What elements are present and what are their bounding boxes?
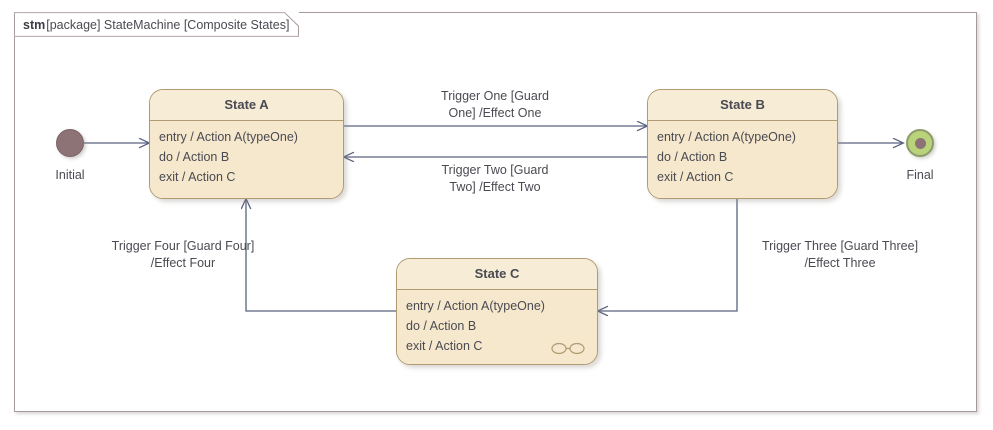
- state-b-activity-exit: exit / Action C: [657, 170, 734, 184]
- transition-three-label: Trigger Three [Guard Three] /Effect Thre…: [745, 238, 935, 272]
- state-c-activity-do: do / Action B: [406, 319, 477, 333]
- hidden-decomposition-icon: [551, 342, 585, 355]
- transition-three-label-line2: /Effect Three: [804, 256, 876, 270]
- transition-four-label-line2: /Effect Four: [150, 256, 216, 270]
- state-a-activity-entry: entry / Action A(typeOne): [159, 130, 298, 144]
- transition-three-label-line1: Trigger Three [Guard Three]: [761, 239, 919, 253]
- state-a-title: State A: [150, 90, 343, 121]
- frame-tab-shape: [14, 12, 299, 37]
- transition-two-label-line1: Trigger Two [Guard: [441, 163, 549, 177]
- frame-name-label: [package] StateMachine [Composite States…: [46, 17, 290, 32]
- diagram-frame-header: stm [package] StateMachine [Composite St…: [14, 12, 300, 37]
- transition-four-label: Trigger Four [Guard Four] /Effect Four: [93, 238, 273, 272]
- state-c-title: State C: [397, 259, 597, 290]
- state-c-activity-entry: entry / Action A(typeOne): [406, 299, 545, 313]
- state-node-b[interactable]: State B entry / Action A(typeOne) do / A…: [647, 89, 838, 199]
- initial-pseudostate-icon[interactable]: [56, 129, 84, 157]
- final-label: Final: [906, 168, 934, 182]
- transition-four-label-line1: Trigger Four [Guard Four]: [111, 239, 255, 253]
- state-a-body: entry / Action A(typeOne) do / Action B …: [150, 121, 343, 198]
- frame-kind-label: stm: [23, 17, 46, 32]
- state-c-body: entry / Action A(typeOne) do / Action B …: [397, 290, 597, 364]
- state-node-a[interactable]: State A entry / Action A(typeOne) do / A…: [149, 89, 344, 199]
- transition-two-label-line2: Two] /Effect Two: [449, 180, 541, 194]
- state-a-activity-do: do / Action B: [159, 150, 230, 164]
- initial-label: Initial: [55, 168, 85, 182]
- state-b-activity-entry: entry / Action A(typeOne): [657, 130, 796, 144]
- transition-one-label-line1: Trigger One [Guard: [441, 89, 549, 103]
- state-b-activity-do: do / Action B: [657, 150, 728, 164]
- transition-one-label-line2: One] /Effect One: [448, 106, 542, 120]
- state-c-activity-exit: exit / Action C: [406, 339, 483, 353]
- state-b-title: State B: [648, 90, 837, 121]
- state-a-activity-exit: exit / Action C: [159, 170, 236, 184]
- state-b-body: entry / Action A(typeOne) do / Action B …: [648, 121, 837, 198]
- transition-two-label: Trigger Two [Guard Two] /Effect Two: [405, 162, 585, 196]
- state-node-c[interactable]: State C entry / Action A(typeOne) do / A…: [396, 258, 598, 365]
- final-state-icon[interactable]: [906, 129, 934, 157]
- transition-one-label: Trigger One [Guard One] /Effect One: [405, 88, 585, 122]
